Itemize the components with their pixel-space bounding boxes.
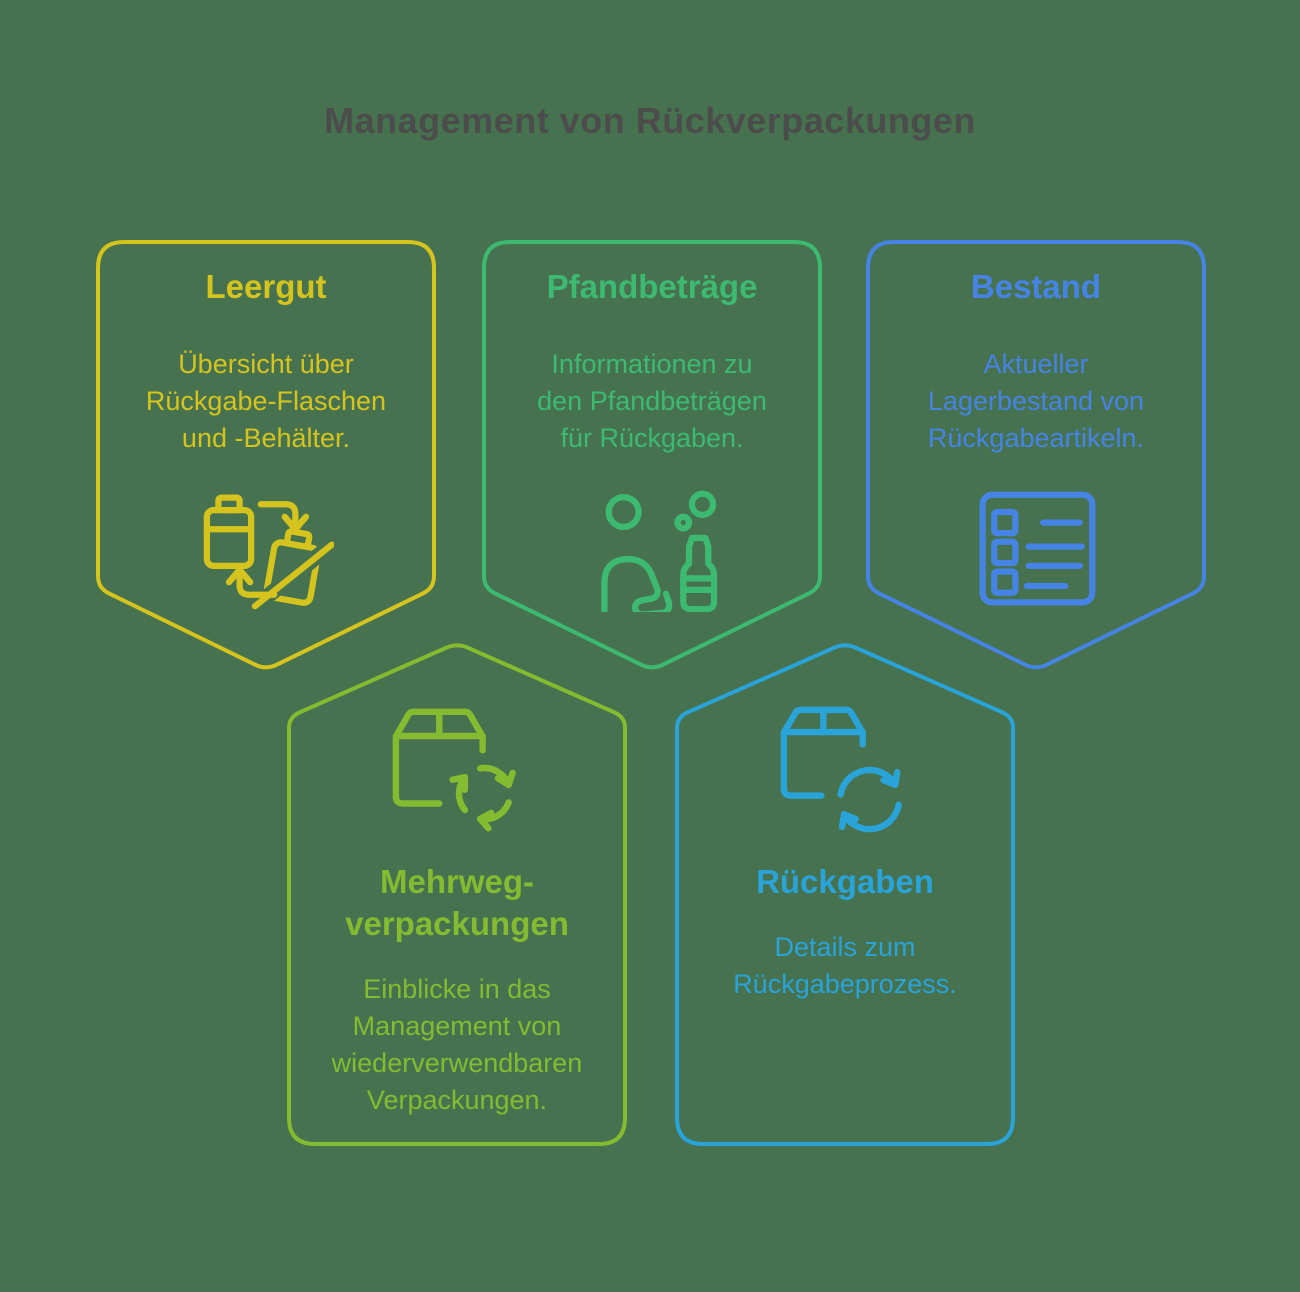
card-outline [675,643,1015,1146]
package-recycle-icon [392,708,516,832]
card-leergut: Leergut Übersicht über Rückgabe-Flaschen… [96,240,436,672]
card-outline [866,240,1206,670]
card-outline [96,240,436,670]
person-bottle-deposit-icon [600,490,717,612]
package-return-icon [780,706,902,833]
card-title: Bestand [970,268,1102,305]
card-title: Mehrweg- verpackungen [345,863,569,942]
card-outline [482,240,822,670]
bottle-exchange-icon [203,494,334,612]
card-description: Informationen zu den Pfandbeträgen für R… [537,349,767,453]
card-mehrwegverpackungen: Mehrweg- verpackungen Einblicke in das M… [287,641,627,1146]
card-description: Details zum Rückgabeprozess. [733,932,957,999]
card-description: Übersicht über Rückgabe-Flaschen und -Be… [145,349,387,453]
card-pfandbetraege: Pfandbeträge Informationen zu den Pfandb… [482,240,822,672]
card-title: Pfandbeträge [546,268,758,305]
card-bestand: Bestand Aktueller Lagerbestand von Rückg… [866,240,1206,672]
inventory-list-icon [979,491,1095,606]
card-rueckgaben: Rückgaben Details zum Rückgabeprozess. [675,641,1015,1146]
card-outline [287,643,627,1146]
page-title: Management von Rückverpackungen [324,100,976,141]
card-title: Leergut [205,268,327,305]
card-title: Rückgaben [756,863,934,900]
card-description: Einblicke in das Management von wiederve… [331,974,583,1115]
card-description: Aktueller Lagerbestand von Rückgabeartik… [927,349,1145,453]
